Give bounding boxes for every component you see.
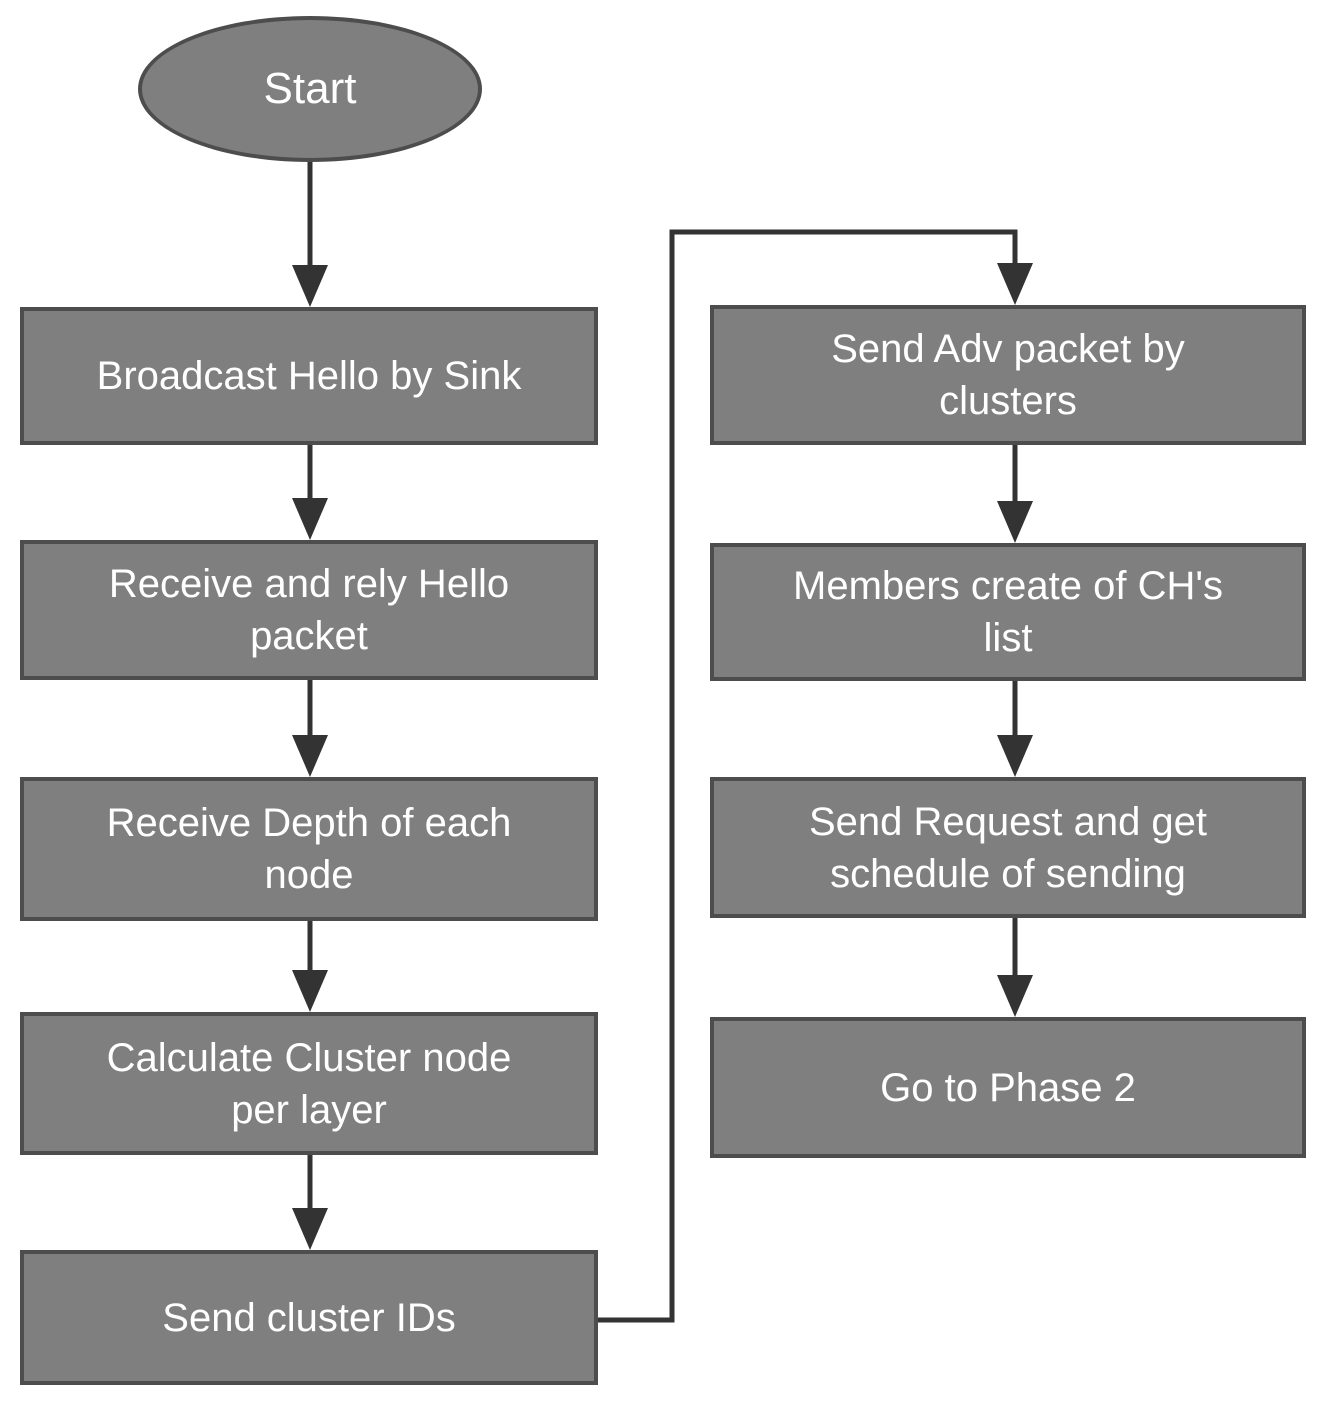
node-send-adv-packet-by-clusters: Send Adv packet by clusters xyxy=(710,305,1306,445)
edge-send-adv-to-members xyxy=(997,445,1033,543)
edge-members-to-send-request xyxy=(997,681,1033,777)
node-label-line: list xyxy=(983,616,1033,660)
node-label-line: Calculate Cluster node xyxy=(106,1035,512,1080)
edge-start-to-broadcast xyxy=(292,158,328,307)
node-label-line: packet xyxy=(250,614,368,658)
node-start-label: Start xyxy=(263,64,357,114)
node-receive-depth-of-each-node: Receive Depth of each node xyxy=(20,777,598,921)
node-label-line: clusters xyxy=(939,379,1077,423)
node-label-line: Receive and rely Hello xyxy=(108,562,510,606)
edge-receive-rely-to-receive-depth xyxy=(292,680,328,777)
edge-receive-depth-to-calculate xyxy=(292,921,328,1012)
node-send-cluster-ids: Send cluster IDs xyxy=(20,1250,598,1385)
node-label-line: Send Adv packet by xyxy=(831,327,1185,371)
node-label-line: schedule of sending xyxy=(830,851,1186,896)
node-label-line: Broadcast Hello by Sink xyxy=(96,354,522,398)
edge-broadcast-to-receive-rely xyxy=(292,445,328,540)
edge-send-ids-to-send-adv xyxy=(598,229,1033,1323)
node-receive-and-rely-hello-packet: Receive and rely Hello packet xyxy=(20,540,598,680)
node-label-line: per layer xyxy=(231,1087,387,1132)
node-broadcast-hello-by-sink: Broadcast Hello by Sink xyxy=(20,307,598,445)
node-start: Start xyxy=(138,16,482,162)
node-go-to-phase-2: Go to Phase 2 xyxy=(710,1017,1306,1158)
node-label-line: Send Request and get xyxy=(808,799,1208,844)
node-label-line: Members create of CH's xyxy=(793,564,1223,608)
node-calculate-cluster-node-per-layer: Calculate Cluster node per layer xyxy=(20,1012,598,1155)
node-label-line: Send cluster IDs xyxy=(162,1295,456,1340)
node-label-line: Receive Depth of each xyxy=(106,801,512,845)
edge-calculate-to-send-ids xyxy=(292,1155,328,1250)
node-members-create-of-chs-list: Members create of CH's list xyxy=(710,543,1306,681)
edge-send-request-to-phase2 xyxy=(997,918,1033,1017)
node-send-request-and-get-schedule: Send Request and get schedule of sending xyxy=(710,777,1306,918)
node-label-line: node xyxy=(264,853,354,897)
node-label-line: Go to Phase 2 xyxy=(880,1065,1136,1110)
